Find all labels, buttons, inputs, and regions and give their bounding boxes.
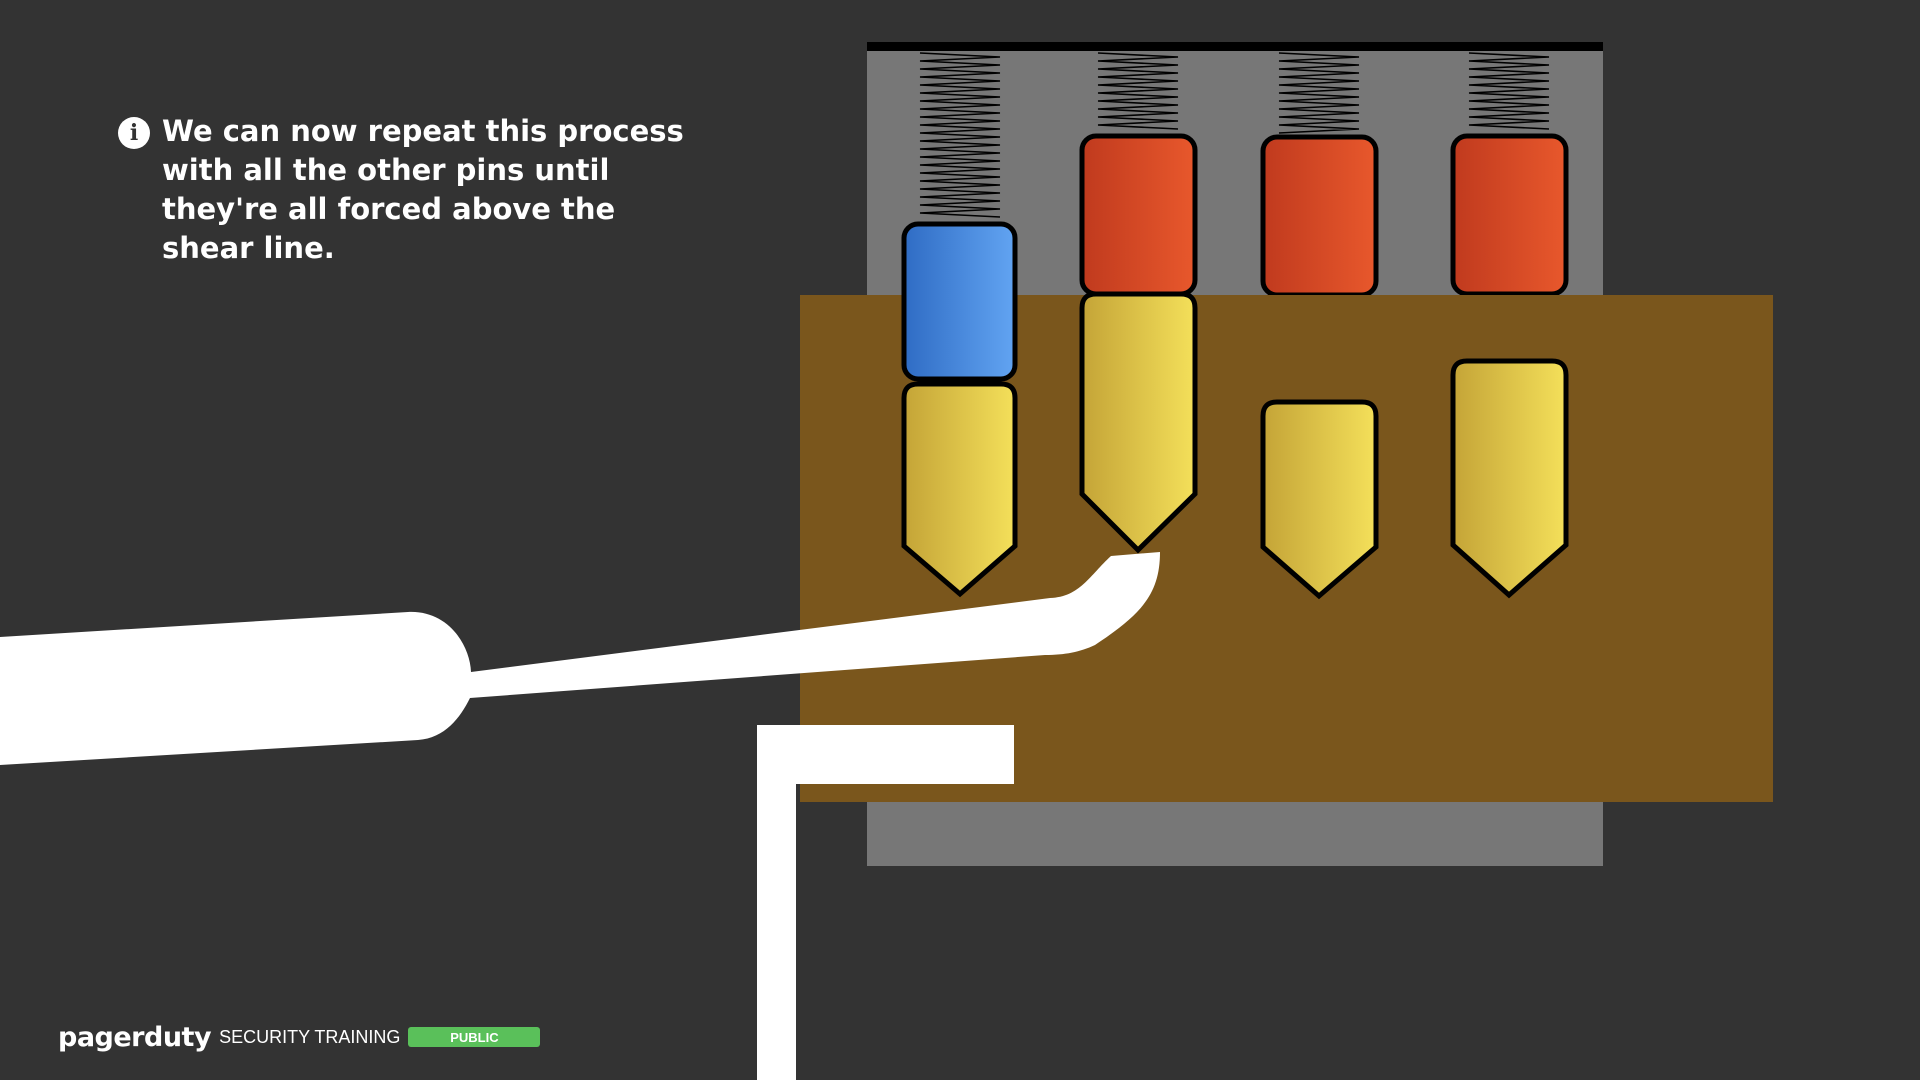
spring-1 — [919, 52, 1001, 218]
spring-4 — [1468, 52, 1550, 130]
spring-2 — [1097, 52, 1179, 130]
lock-pick — [0, 552, 1160, 765]
driver-pin-1-set — [901, 221, 1018, 382]
footer-label: SECURITY TRAINING — [219, 1026, 401, 1047]
springs — [919, 52, 1550, 218]
key-pin-3 — [1260, 399, 1379, 600]
info-icon: i — [118, 117, 150, 149]
note-text: We can now repeat this process with all … — [162, 114, 684, 265]
key-pin-4 — [1450, 358, 1569, 599]
driver-pin-4 — [1450, 133, 1569, 297]
housing-top-edge — [867, 42, 1603, 51]
driver-pin-3 — [1260, 134, 1379, 298]
spring-3 — [1278, 52, 1360, 134]
pagerduty-logo: pagerduty — [58, 1021, 212, 1053]
driver-pin-2 — [1079, 133, 1198, 297]
footer: pagerduty SECURITY TRAINING PUBLIC — [58, 1021, 541, 1053]
tension-wrench — [757, 725, 1014, 1080]
key-pin-1 — [901, 381, 1018, 598]
info-note: i We can now repeat this process with al… — [118, 112, 718, 268]
public-badge: PUBLIC — [408, 1027, 541, 1047]
key-pin-2 — [1079, 291, 1198, 554]
